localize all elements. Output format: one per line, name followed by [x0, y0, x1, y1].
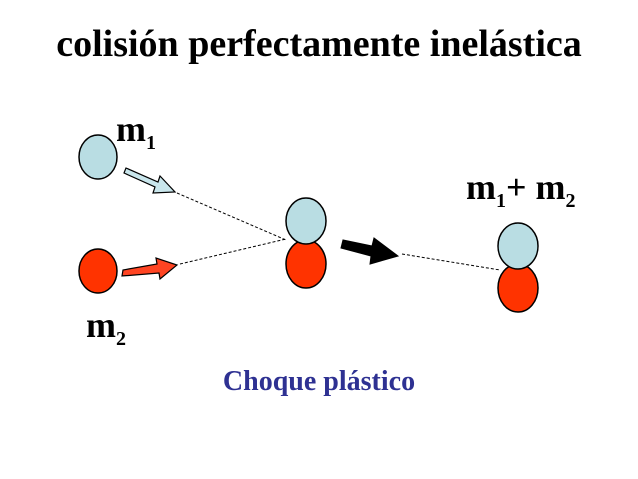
label-m1: m1	[116, 108, 156, 155]
velocity-arrow-m2	[122, 258, 177, 279]
final-mass-2-ball	[498, 264, 538, 312]
label-m2: m2	[86, 304, 126, 351]
label-combined-mass: m1+ m2	[466, 166, 576, 213]
trajectory-m1	[177, 193, 286, 240]
mass-1-ball	[79, 135, 117, 179]
velocity-arrow-m1	[124, 168, 175, 193]
result-arrow	[341, 238, 398, 264]
collision-mass-1-ball	[286, 198, 326, 244]
trajectory-m2	[180, 239, 286, 264]
mass-2-ball	[79, 249, 117, 293]
collision-mass-2-ball	[286, 240, 326, 288]
trajectory-combined	[402, 254, 500, 270]
final-mass-1-ball	[498, 223, 538, 269]
caption: Choque plástico	[0, 366, 638, 398]
